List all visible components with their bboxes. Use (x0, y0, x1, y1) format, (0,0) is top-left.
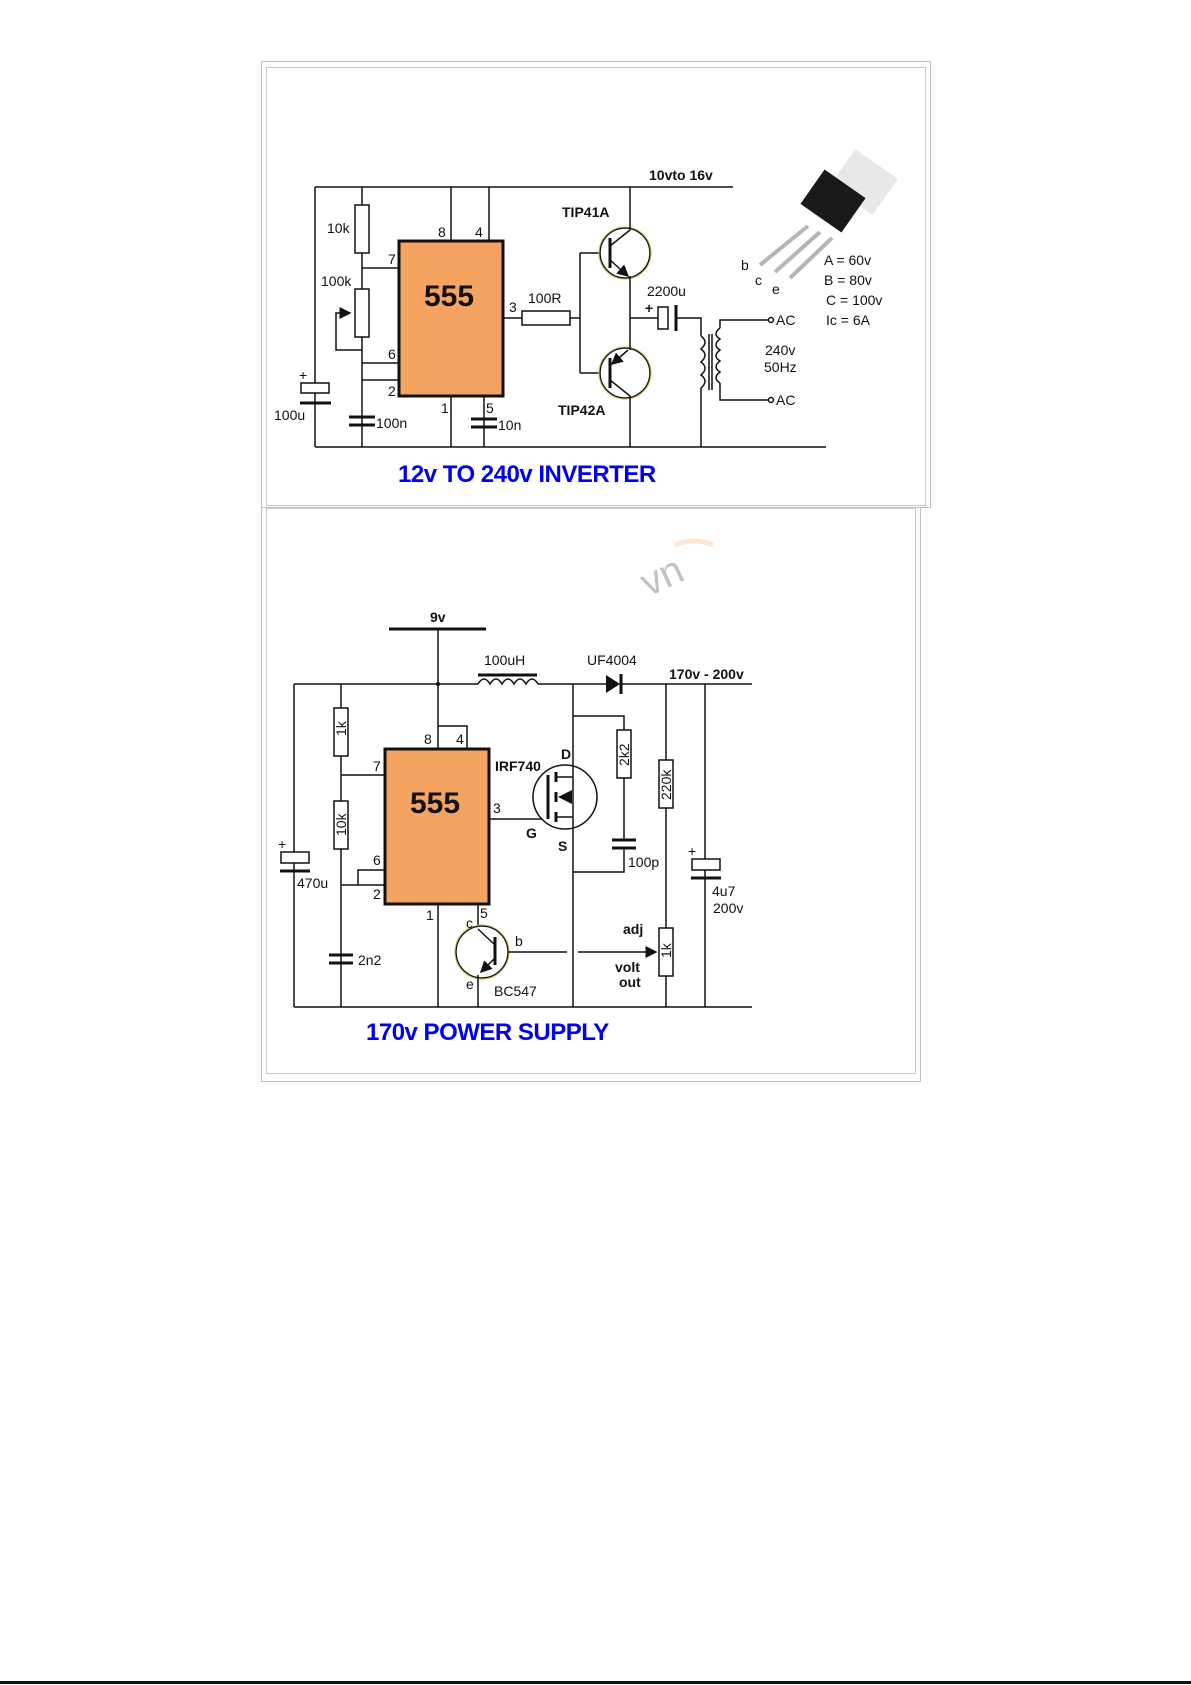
supply-schematic: 9v 100uH UF4004 170v - 200v + 470u (278, 609, 752, 1046)
svg-text:6: 6 (388, 346, 396, 362)
svg-text:e: e (466, 976, 474, 992)
svg-text:4: 4 (475, 224, 483, 240)
svg-text:C = 100v: C = 100v (826, 292, 882, 308)
svg-text:5: 5 (486, 400, 494, 416)
svg-text:TIP42A: TIP42A (558, 402, 605, 418)
svg-text:+: + (299, 367, 307, 383)
svg-text:9v: 9v (430, 609, 446, 625)
pot-100k (354, 288, 370, 338)
svg-text:+: + (645, 300, 653, 316)
svg-text:2200u: 2200u (647, 283, 686, 299)
resistor-10k (333, 800, 349, 850)
svg-text:AC: AC (776, 392, 795, 408)
svg-text:4u7: 4u7 (712, 883, 736, 899)
svg-text:100n: 100n (376, 415, 407, 431)
svg-text:2: 2 (388, 383, 396, 399)
to220-package-image: b c e A = 60v B = 80v C = 100v Ic = 6A (741, 149, 898, 328)
svg-text:100k: 100k (321, 273, 352, 289)
svg-text:1: 1 (426, 907, 434, 923)
transistor-tip42a: TIP42A (558, 346, 652, 418)
inverter-schematic: 10vto 16v + 100u 10k 100k 100n 10n 555 8 (274, 149, 898, 488)
svg-text:170v - 200v: 170v - 200v (669, 666, 744, 682)
svg-text:5: 5 (480, 905, 488, 921)
inverter-title: 12v TO 240v INVERTER (398, 461, 656, 488)
svg-text:out: out (619, 974, 641, 990)
svg-text:7: 7 (373, 758, 381, 774)
svg-text:4: 4 (456, 731, 464, 747)
watermark: vn (633, 538, 715, 605)
resistor-100r (521, 310, 571, 326)
supply-voltage-label: 10vto 16v (649, 167, 713, 183)
svg-text:A = 60v: A = 60v (824, 252, 871, 268)
svg-text:8: 8 (424, 731, 432, 747)
svg-text:50Hz: 50Hz (764, 359, 797, 375)
svg-text:D: D (561, 746, 571, 762)
ic-555 (397, 239, 505, 398)
svg-text:200v: 200v (713, 900, 743, 916)
svg-text:S: S (558, 838, 567, 854)
supply-frame-outer (261, 507, 921, 1082)
svg-text:e: e (772, 281, 780, 297)
resistor-220k (658, 759, 674, 809)
svg-text:8: 8 (438, 224, 446, 240)
svg-text:10k: 10k (327, 220, 351, 236)
svg-text:Ic = 6A: Ic = 6A (826, 312, 871, 328)
svg-text:240v: 240v (765, 342, 795, 358)
svg-text:3: 3 (493, 800, 501, 816)
supply-title: 170v POWER SUPPLY (366, 1019, 609, 1046)
inverter-frame (266, 67, 926, 506)
svg-text:BC547: BC547 (494, 983, 537, 999)
inductor-100uh: 100uH (477, 652, 539, 686)
transistor-bc547: c b e BC547 (454, 915, 537, 999)
svg-text:1k: 1k (333, 720, 349, 736)
capacitor-4u7: + 4u7 200v (688, 843, 743, 916)
svg-text:555: 555 (410, 787, 460, 820)
svg-text:100uH: 100uH (484, 652, 525, 668)
page-bottom-border (0, 1681, 1191, 1684)
svg-text:10k: 10k (333, 812, 349, 836)
svg-text:3: 3 (509, 299, 517, 315)
svg-text:220k: 220k (658, 769, 674, 800)
svg-text:c: c (466, 915, 473, 931)
svg-text:2n2: 2n2 (358, 952, 382, 968)
resistor-1k (333, 707, 349, 757)
svg-text:b: b (515, 933, 523, 949)
svg-text:B = 80v: B = 80v (824, 272, 872, 288)
capacitor-100u: + 100u (274, 367, 331, 423)
svg-text:555: 555 (424, 280, 474, 313)
svg-text:G: G (526, 825, 537, 841)
svg-text:adj: adj (623, 921, 643, 937)
svg-text:TIP41A: TIP41A (562, 204, 609, 220)
svg-text:100u: 100u (274, 407, 305, 423)
svg-text:7: 7 (388, 251, 396, 267)
transistor-tip41a: TIP41A (562, 204, 652, 280)
svg-text:+: + (278, 836, 286, 852)
ic-555 (383, 747, 491, 906)
resistor-10k (354, 204, 370, 254)
capacitor-470u: + 470u (278, 836, 328, 891)
svg-text:1: 1 (441, 400, 449, 416)
svg-text:2k2: 2k2 (616, 743, 632, 766)
svg-text:470u: 470u (297, 875, 328, 891)
svg-text:+: + (688, 843, 696, 859)
svg-text:1k: 1k (658, 942, 674, 958)
pot-1k (658, 927, 674, 977)
svg-text:AC: AC (776, 312, 795, 328)
svg-text:100R: 100R (528, 290, 561, 306)
svg-text:10n: 10n (498, 417, 521, 433)
diode-uf4004: UF4004 (587, 652, 637, 694)
svg-text:b: b (741, 257, 749, 273)
svg-text:c: c (755, 272, 762, 288)
svg-text:volt: volt (615, 959, 640, 975)
mosfet-irf740: IRF740 D G S (495, 746, 598, 854)
capacitor-2200u (657, 306, 669, 330)
svg-text:IRF740: IRF740 (495, 758, 541, 774)
svg-text:2: 2 (373, 886, 381, 902)
svg-text:6: 6 (373, 852, 381, 868)
svg-text:UF4004: UF4004 (587, 652, 637, 668)
transformer: AC AC 240v 50Hz (699, 312, 797, 408)
svg-text:100p: 100p (628, 854, 659, 870)
svg-text:vn: vn (633, 547, 690, 605)
